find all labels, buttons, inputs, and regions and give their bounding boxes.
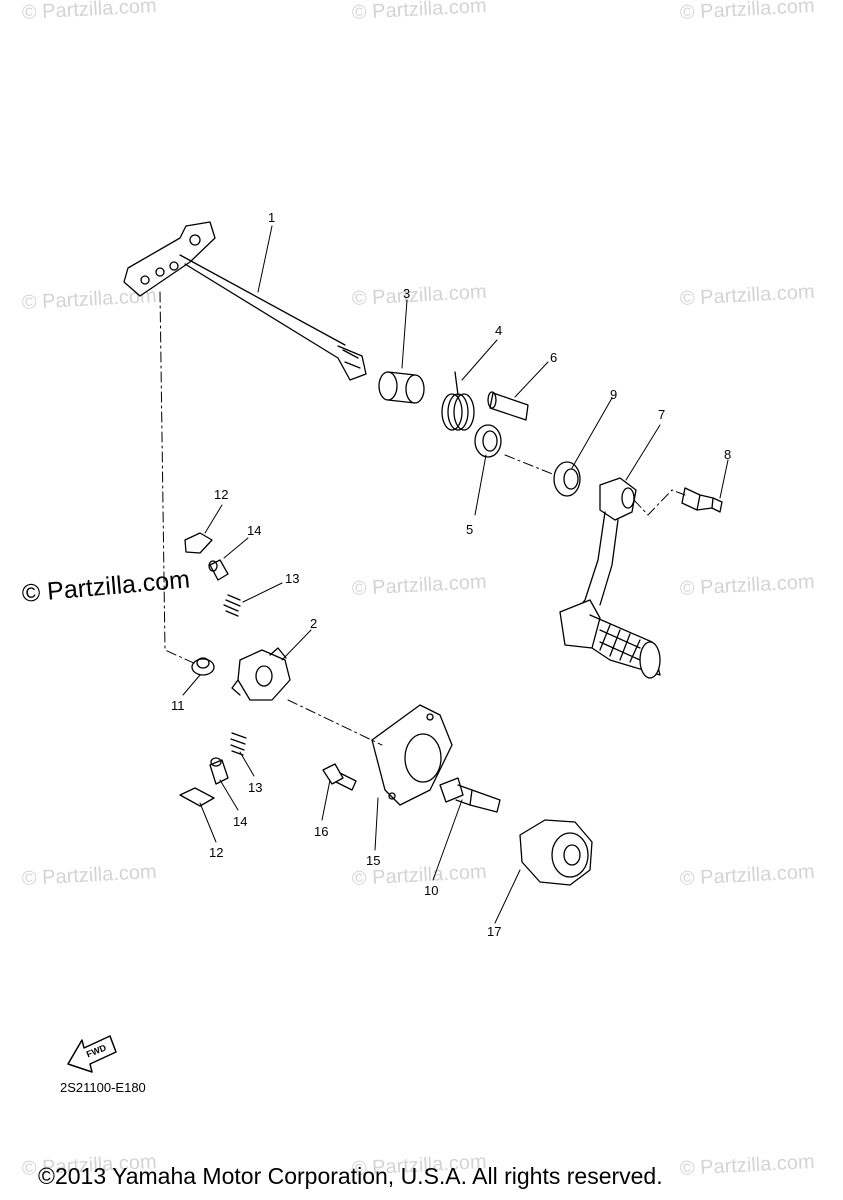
diagram-code: 2S21100-E180: [60, 1080, 146, 1095]
pedal-bolt: [681, 487, 723, 513]
copyright-notice: ©2013 Yamaha Motor Corporation, U.S.A. A…: [38, 1163, 663, 1189]
callout-13-lower: 13: [248, 780, 263, 795]
callout-12-upper: 12: [214, 487, 229, 502]
callout-10: 10: [424, 883, 439, 898]
spring-lower: [230, 732, 247, 756]
callout-6: 6: [550, 350, 558, 365]
spring-upper: [223, 594, 241, 617]
guide-plate: [371, 704, 453, 806]
callout-2: 2: [310, 616, 318, 631]
stud-bolt: [439, 777, 501, 813]
callout-3: 3: [403, 286, 411, 301]
callout-14-upper: 14: [247, 523, 262, 538]
callout-14-lower: 14: [233, 814, 248, 829]
callout-4: 4: [495, 323, 503, 338]
assembly-lines: [159, 291, 686, 746]
plate-bolt: [322, 763, 357, 791]
fwd-arrow-icon: [67, 1035, 117, 1073]
pin-upper: [208, 559, 229, 581]
callout-9: 9: [610, 387, 618, 402]
callout-16: 16: [314, 824, 329, 839]
shift-drum-segment: [519, 819, 593, 886]
callout-5: 5: [466, 522, 474, 537]
pin: [487, 391, 529, 421]
washer: [474, 424, 502, 458]
stopper-key-lower: [179, 787, 215, 807]
oil-seal: [553, 461, 581, 497]
stopper-key-upper: [184, 532, 213, 554]
torsion-spring: [441, 371, 475, 431]
shift-pedal: [559, 477, 661, 679]
callout-1: 1: [268, 210, 276, 225]
callout-15: 15: [366, 853, 381, 868]
callout-12-lower: 12: [209, 845, 224, 860]
callout-7: 7: [658, 407, 666, 422]
shift-guide: [231, 647, 291, 701]
pin-lower: [209, 757, 229, 785]
leader-lines: [182, 225, 729, 924]
callout-17: 17: [487, 924, 502, 939]
shift-shaft: [123, 221, 367, 381]
callout-11: 11: [171, 698, 185, 713]
collar-small: [191, 657, 215, 676]
collar: [378, 371, 425, 404]
callout-13-upper: 13: [285, 571, 300, 586]
callout-8: 8: [724, 447, 732, 462]
